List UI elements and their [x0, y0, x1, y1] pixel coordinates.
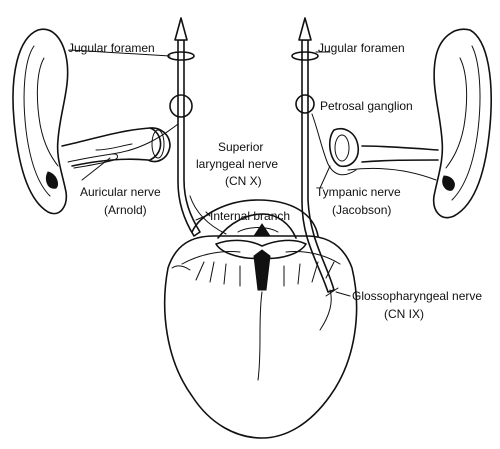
right-foramen-ring: [291, 51, 319, 61]
right-ganglion-circle: [295, 94, 315, 114]
label-tympanic-line1: Tympanic nerve: [316, 185, 401, 199]
pharynx-and-tongue: [163, 199, 358, 439]
label-glosso-line1: Glossopharyngeal nerve: [352, 289, 482, 303]
label-superior-line1: Superior: [218, 140, 263, 154]
right-ear: [432, 28, 492, 219]
left-ganglion-circle: [169, 94, 193, 118]
label-internal-branch: Internal branch: [210, 209, 290, 223]
label-glosso-line2: (CN IX): [384, 307, 424, 321]
label-auricular-line2: (Arnold): [104, 203, 147, 217]
label-superior-line3: (CN X): [225, 174, 262, 188]
label-jugular-foramen-right: Jugular foramen: [318, 41, 405, 55]
right-tympanic-canal: [328, 128, 439, 168]
label-tympanic-line2: (Jacobson): [332, 203, 391, 217]
leader-lines: [205, 211, 351, 297]
label-auricular-line1: Auricular nerve: [80, 185, 161, 199]
left-auricular-canal: [61, 127, 171, 167]
label-petrosal-ganglion: Petrosal ganglion: [320, 99, 413, 113]
left-vagus-nerve: [69, 17, 201, 237]
label-jugular-foramen-left: Jugular foramen: [68, 41, 155, 55]
tympanic-nerve: [311, 113, 437, 189]
label-superior-line2: laryngeal nerve: [196, 157, 278, 171]
left-ear: [12, 28, 69, 215]
auricular-nerve: [67, 123, 179, 181]
